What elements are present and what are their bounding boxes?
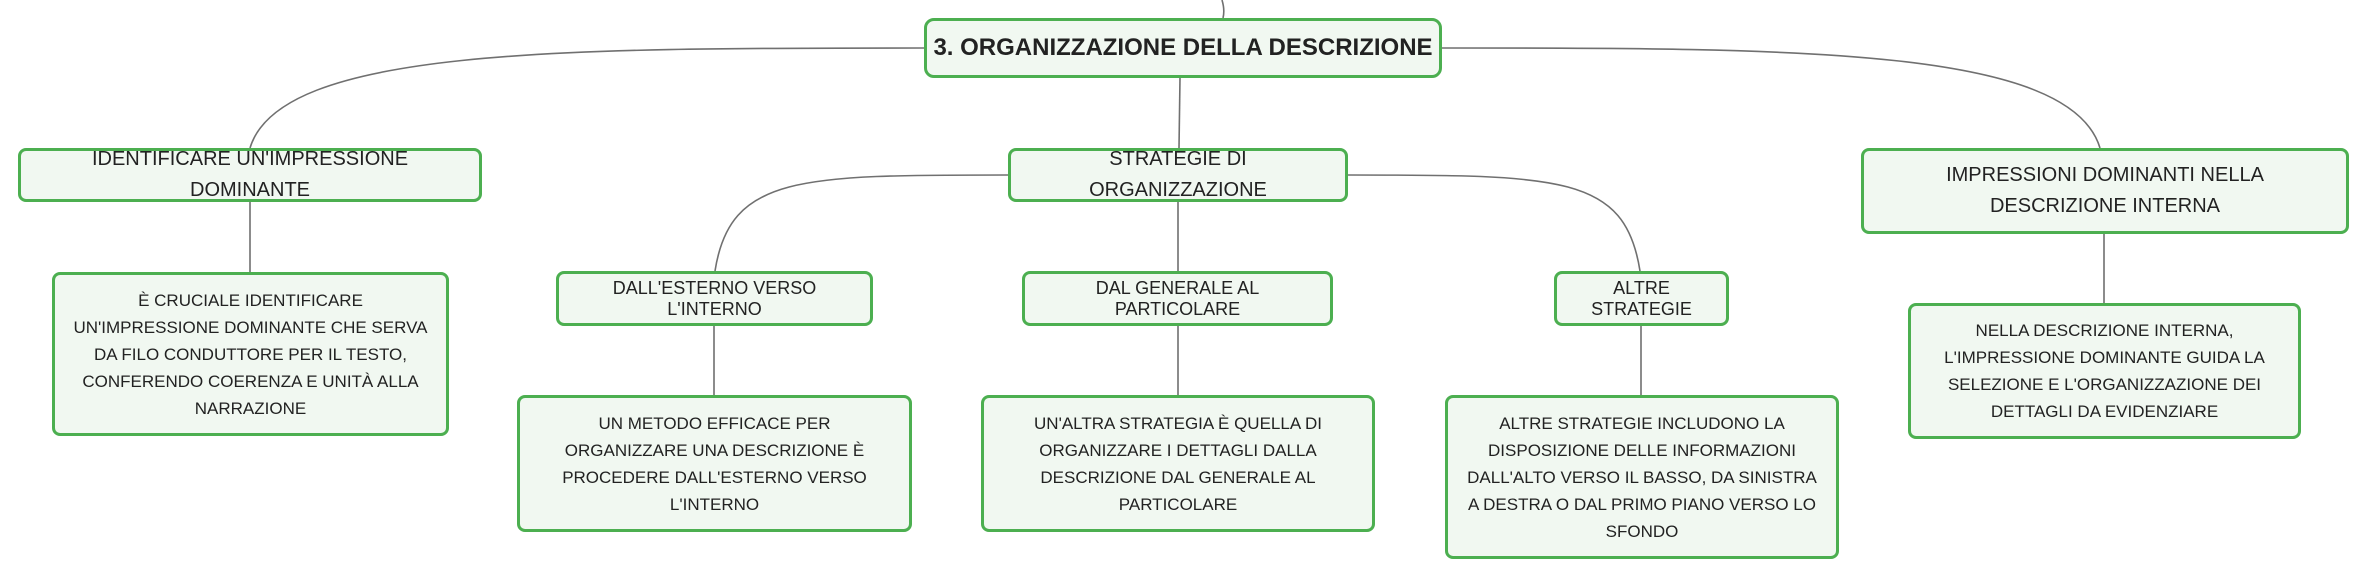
node-other-strategies[interactable]: ALTRE STRATEGIE bbox=[1554, 271, 1729, 326]
node-general-to-particular-label: DAL GENERALE AL PARTICOLARE bbox=[1095, 277, 1260, 319]
connector-root-to-strategies bbox=[1178, 77, 1181, 149]
node-other-strategies-detail-text: ALTRE STRATEGIE INCLUDONO LA DISPOSIZION… bbox=[1467, 413, 1817, 541]
node-other-strategies-label: ALTRE STRATEGIE bbox=[1591, 277, 1692, 319]
node-general-to-particular-detail[interactable]: UN'ALTRA STRATEGIA È QUELLA DI ORGANIZZA… bbox=[981, 395, 1375, 532]
connector-parent-to-root bbox=[1221, 0, 1225, 19]
node-interior[interactable]: IMPRESSIONI DOMINANTI NELLA DESCRIZIONE … bbox=[1861, 148, 2349, 234]
node-outside-in-label: DALL'ESTERNO VERSO L'INTERNO bbox=[612, 277, 817, 319]
root-node[interactable]: 3. ORGANIZZAZIONE DELLA DESCRIZIONE bbox=[924, 18, 1442, 78]
node-strategies-label: STRATEGIE DI ORGANIZZAZIONE bbox=[1089, 148, 1267, 201]
node-interior-detail-text: NELLA DESCRIZIONE INTERNA, L'IMPRESSIONE… bbox=[1944, 321, 2265, 421]
node-outside-in[interactable]: DALL'ESTERNO VERSO L'INTERNO bbox=[556, 271, 873, 326]
node-interior-detail[interactable]: NELLA DESCRIZIONE INTERNA, L'IMPRESSIONE… bbox=[1908, 303, 2301, 439]
root-node-label: 3. ORGANIZZAZIONE DELLA DESCRIZIONE bbox=[933, 34, 1433, 61]
connector-root-to-interior bbox=[1441, 47, 2101, 149]
node-general-to-particular[interactable]: DAL GENERALE AL PARTICOLARE bbox=[1022, 271, 1333, 326]
node-interior-label: IMPRESSIONI DOMINANTI NELLA DESCRIZIONE … bbox=[1946, 164, 2264, 217]
node-strategies[interactable]: STRATEGIE DI ORGANIZZAZIONE bbox=[1008, 148, 1348, 202]
node-dominant-impression-label: IDENTIFICARE UN'IMPRESSIONE DOMINANTE bbox=[91, 148, 409, 201]
node-other-strategies-detail[interactable]: ALTRE STRATEGIE INCLUDONO LA DISPOSIZION… bbox=[1445, 395, 1839, 559]
node-outside-in-detail[interactable]: UN METODO EFFICACE PER ORGANIZZARE UNA D… bbox=[517, 395, 912, 532]
connector-strategies-to-other bbox=[1347, 174, 1641, 272]
connector-strategies-to-outside-in bbox=[714, 174, 1009, 272]
connector-root-to-dominant-impression bbox=[249, 47, 925, 149]
node-general-to-particular-detail-text: UN'ALTRA STRATEGIA È QUELLA DI ORGANIZZA… bbox=[1034, 413, 1322, 514]
node-dominant-impression-detail[interactable]: È CRUCIALE IDENTIFICARE UN'IMPRESSIONE D… bbox=[52, 272, 449, 436]
node-dominant-impression[interactable]: IDENTIFICARE UN'IMPRESSIONE DOMINANTE bbox=[18, 148, 482, 202]
node-outside-in-detail-text: UN METODO EFFICACE PER ORGANIZZARE UNA D… bbox=[562, 413, 867, 514]
node-dominant-impression-detail-text: È CRUCIALE IDENTIFICARE UN'IMPRESSIONE D… bbox=[73, 290, 428, 418]
